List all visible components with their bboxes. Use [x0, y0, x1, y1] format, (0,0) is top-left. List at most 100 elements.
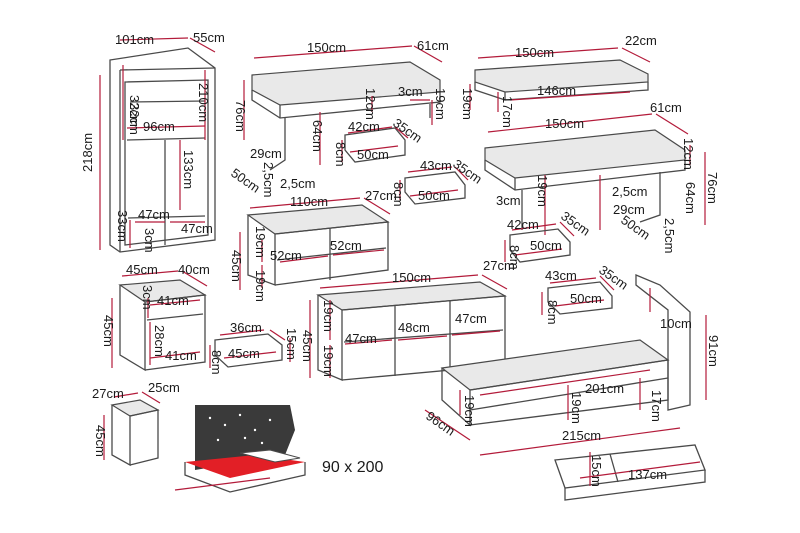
cabinet110-top-h: 19cm: [253, 226, 268, 258]
nightstand-drawer-d: 36cm: [230, 320, 262, 335]
desk-1: 150cm 61cm 76cm 64cm 12cm 3cm 19cm 29cm …: [228, 38, 449, 197]
tv-sec2: 48cm: [398, 320, 430, 335]
cabinet110-depth: 27cm: [365, 188, 397, 203]
desk1-drawer-d: 35cm: [390, 115, 425, 146]
desk2-drawer2-d: 35cm: [596, 262, 631, 293]
tv-unit: 150cm 27cm 45cm 19cm 19cm 47cm 48cm 47cm: [300, 258, 515, 381]
desk1-foot-b: 2,5cm: [280, 176, 315, 191]
cabinet110-door2: 52cm: [330, 238, 362, 253]
tv-height: 45cm: [300, 330, 315, 362]
desk2-drawer2-w: 43cm: [545, 268, 577, 283]
desk1-drawer2-depth: 35cm: [450, 156, 485, 187]
bed-side-h2: 19cm: [569, 392, 584, 424]
wardrobe-rail-height: 133cm: [181, 150, 196, 189]
wardrobe-drawer-w2: 47cm: [181, 221, 213, 236]
wardrobe-drawer-h: 33cm: [115, 210, 130, 242]
nightstand-width: 45cm: [126, 262, 158, 277]
bed: 10cm 91cm 201cm 19cm 19cm 17cm 96cm 215c…: [423, 274, 721, 456]
desk1-height: 76cm: [233, 100, 248, 132]
desk1-foot-w: 29cm: [250, 146, 282, 161]
wardrobe-top-shelf: 32cm: [127, 95, 142, 127]
cabinet-110: 110cm 27cm 45cm 52cm 52cm 19cm 19cm: [229, 188, 397, 302]
bed-side-h1: 19cm: [462, 395, 477, 427]
desk2-drawer2-inner: 50cm: [570, 291, 602, 306]
bed-drawer-len: 137cm: [628, 467, 667, 482]
nightstand-inner-h: 28cm: [152, 325, 167, 357]
desk2-front: 3cm: [496, 193, 521, 208]
desk2-gap: 12cm: [681, 138, 696, 170]
bed-drawer: 15cm 137cm: [554, 444, 706, 501]
shelf-depth: 22cm: [625, 33, 657, 48]
desk2-height: 76cm: [705, 172, 720, 204]
desk1-drawer-w: 42cm: [348, 119, 380, 134]
cabinet110-height: 45cm: [229, 250, 244, 282]
small-box: 27cm 25cm 45cm: [92, 380, 180, 467]
nightstand-top: 3cm: [140, 285, 155, 310]
tv-depth: 27cm: [483, 258, 515, 273]
shelf-drop: 17cm: [500, 96, 515, 128]
desk1-drawer2-front: 43cm: [420, 158, 452, 173]
desk1-gap: 12cm: [363, 88, 378, 120]
nightstand-drawer: 36cm 45cm 15cm 8cm: [209, 320, 299, 375]
desk2-drawer-inner: 50cm: [530, 238, 562, 253]
nightstand-drawer-w: 45cm: [228, 346, 260, 361]
desk1-drawer2-inner: 50cm: [418, 188, 450, 203]
box-width: 25cm: [148, 380, 180, 395]
wardrobe-depth: 55cm: [193, 30, 225, 45]
desk1-drawer-h: 8cm: [333, 142, 348, 167]
nightstand-height: 45cm: [101, 315, 116, 347]
tv-sec3: 47cm: [455, 311, 487, 326]
bed-drawer-h: 15cm: [589, 455, 604, 487]
wardrobe: 101cm 55cm 218cm 32cm 32cm 210cm 96cm 13…: [80, 30, 225, 253]
box-depth: 27cm: [92, 386, 124, 401]
desk2-leg: 64cm: [683, 182, 698, 214]
bed-height: 91cm: [706, 335, 721, 367]
desk-2: 150cm 61cm 12cm 76cm 64cm 19cm 3cm 2,5cm…: [484, 100, 720, 253]
desk2-foot-a: 2,5cm: [612, 184, 647, 199]
nightstand-inner-w2: 41cm: [165, 348, 197, 363]
tv-sec1: 47cm: [345, 331, 377, 346]
desk2-drawer-h: 8cm: [507, 245, 522, 270]
tv-bottom-h: 19cm: [321, 345, 336, 377]
desk2-drawer: 42cm 35cm 50cm 8cm: [504, 208, 593, 270]
desk1-drawer2: 43cm 35cm 50cm 8cm: [391, 156, 485, 206]
desk1-width: 150cm: [307, 40, 346, 55]
cabinet110-door1: 52cm: [270, 248, 302, 263]
desk1-drawer-inner: 50cm: [357, 147, 389, 162]
cabinet110-bottom-h: 19cm: [253, 270, 268, 302]
desk1-depth: 61cm: [417, 38, 449, 53]
desk2-drawer2-h: 8cm: [545, 300, 560, 325]
shelf-height: 19cm: [460, 88, 475, 120]
wardrobe-height: 218cm: [80, 133, 95, 172]
tv-top-h: 19cm: [321, 300, 336, 332]
desk1-side-h: 19cm: [433, 88, 448, 120]
shelf-width: 150cm: [515, 45, 554, 60]
desk2-foot-w: 29cm: [613, 202, 645, 217]
desk1-leg-height: 64cm: [310, 120, 325, 152]
bed-length: 201cm: [585, 381, 624, 396]
desk2-drawer-w: 42cm: [507, 217, 539, 232]
wardrobe-inner-width: 96cm: [143, 119, 175, 134]
mattress-size: 90 x 200: [322, 459, 383, 476]
wardrobe-inner-height: 210cm: [196, 83, 211, 122]
wall-shelf: 150cm 22cm 19cm 146cm 17cm: [460, 33, 657, 128]
desk1-foot-a: 2,5cm: [261, 162, 276, 197]
nightstand-depth: 40cm: [178, 262, 210, 277]
box-height: 45cm: [93, 425, 108, 457]
mattress-illustration: 90 x 200: [174, 405, 383, 493]
nightstand-drawer-h2: 8cm: [209, 350, 224, 375]
bed-depth: 96cm: [423, 408, 458, 439]
desk2-drawer2: 43cm 35cm 50cm 8cm: [541, 262, 631, 325]
desk1-foot-d: 50cm: [228, 165, 263, 196]
tv-width: 150cm: [392, 270, 431, 285]
bed-headboard-offset: 10cm: [660, 316, 692, 331]
bed-total-length: 215cm: [562, 428, 601, 443]
desk2-side: 19cm: [535, 175, 550, 207]
desk1-drawer2-h: 8cm: [391, 182, 406, 207]
desk2-width: 150cm: [545, 116, 584, 131]
wardrobe-plinth: 3cm: [142, 228, 157, 253]
shelf-inner: 146cm: [537, 83, 576, 98]
bed-side-h3: 17cm: [649, 390, 664, 422]
cabinet110-width: 110cm: [290, 194, 328, 209]
